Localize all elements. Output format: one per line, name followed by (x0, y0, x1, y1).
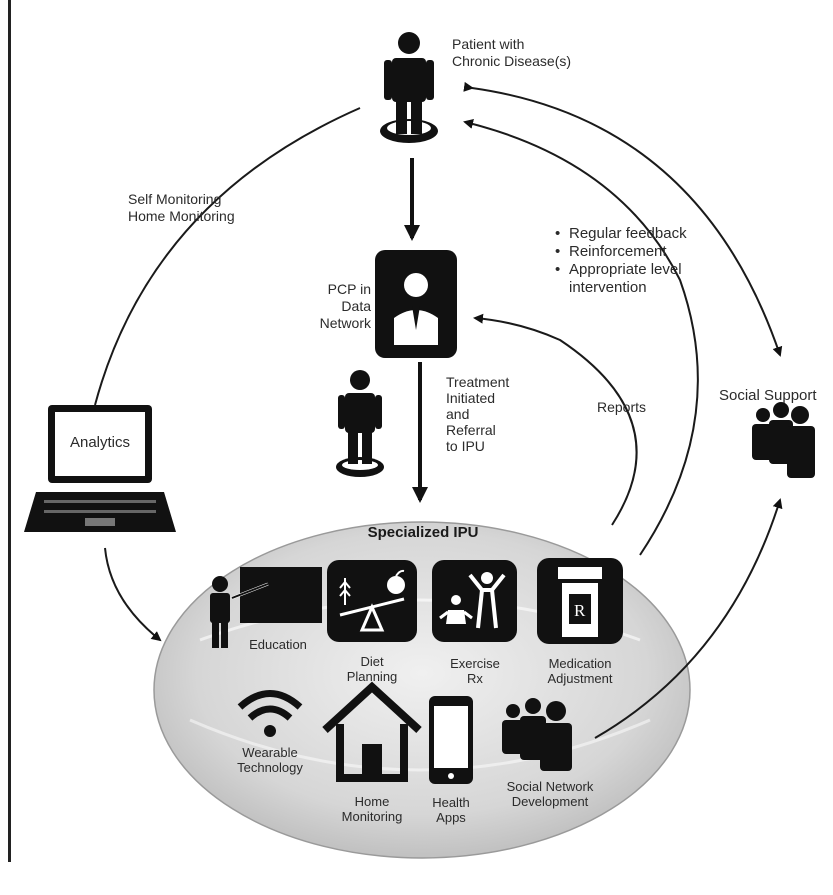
education-label: Education (249, 637, 307, 652)
analytics-label: Analytics (69, 434, 131, 451)
wifi-icon (237, 690, 303, 737)
arrow-patient-social-support (463, 81, 783, 357)
arrow-network-to-social (594, 498, 783, 739)
self-monitoring-label: Self Monitoring Home Monitoring (128, 191, 235, 224)
people-group-icon (502, 698, 572, 771)
reports-label: Reports (597, 399, 647, 415)
teacher-board-icon (210, 567, 322, 648)
exercise-rx-label: Exercise Rx (450, 656, 500, 686)
social-network-development-label: Social Network Development (506, 779, 594, 809)
pcp-tile-icon (375, 250, 457, 358)
social-support-icon (752, 402, 815, 478)
arrow-feedback-to-patient (463, 119, 699, 556)
home-monitoring-label: Home Monitoring (341, 794, 403, 824)
arrow-analytics-to-ipu (104, 547, 162, 642)
social-support-label: Social Support (719, 387, 817, 404)
diet-planning-label: Diet Planning (346, 654, 398, 684)
feedback-item: Appropriate level intervention (553, 261, 719, 297)
ipu-title: Specialized IPU (367, 524, 479, 541)
diet-scale-icon (327, 560, 417, 642)
pcp-label: PCP in Data Network (319, 281, 371, 331)
health-apps-label: Health Apps (432, 795, 470, 825)
treatment-label: Treatment Initiated and Referral to IPU (446, 374, 510, 454)
left-border-rule (8, 0, 11, 862)
exercise-icon (432, 560, 517, 642)
wearable-technology-label: Wearable Technology (237, 745, 303, 775)
arrow-patient-to-analytics (94, 107, 361, 406)
patient-label: Patient with Chronic Disease(s) (452, 36, 572, 69)
patient-icon (380, 32, 438, 143)
feedback-item: Reinforcement (553, 243, 719, 261)
medication-adjustment-label: Medication Adjustment (547, 656, 613, 686)
rx-bottle-icon: R (537, 558, 623, 644)
laptop-icon (24, 405, 176, 532)
svg-text:R: R (574, 601, 586, 620)
feedback-item: Regular feedback (553, 225, 719, 243)
feedback-list: Regular feedback Reinforcement Appropria… (553, 225, 719, 297)
referral-person-icon (336, 370, 384, 477)
smartphone-icon (429, 696, 473, 784)
home-icon (322, 681, 422, 782)
